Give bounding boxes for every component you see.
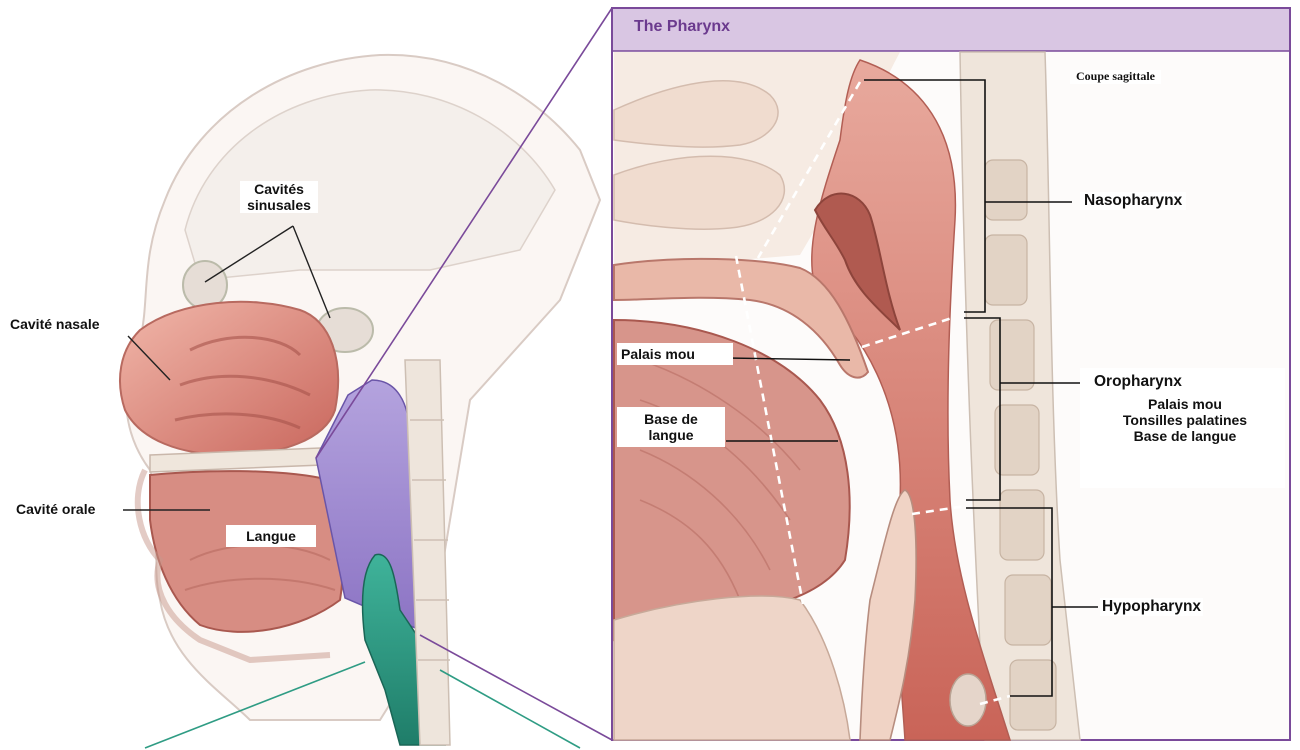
label-palais-mou: Palais mou (617, 343, 733, 366)
eustachian-tube-opening (813, 192, 901, 331)
panel-larynx-cartilage (949, 673, 987, 727)
panel-floor-of-mouth (613, 595, 851, 741)
label-cavites-sinusales: Cavités sinusales (240, 181, 318, 214)
tongue (149, 470, 344, 633)
oropharynx-item-palais-mou: Palais mou (1148, 396, 1222, 412)
panel-subtitle: Coupe sagittale (1070, 69, 1161, 84)
label-langue: Langue (226, 525, 316, 548)
label-base-de-langue: Base de langue (617, 407, 725, 448)
panel-leader-lines (725, 357, 851, 442)
epiglottis (859, 489, 917, 741)
jaw (134, 468, 331, 664)
label-base-de-langue-line2: langue (648, 427, 694, 444)
nasal-turbinates (174, 335, 311, 430)
region-boundaries (734, 81, 1011, 706)
panel-header (613, 9, 1289, 51)
oropharynx-item-base-de-langue: Base de langue (1133, 428, 1237, 445)
panel-turbinate-1 (613, 80, 779, 148)
label-nasopharynx: Nasopharynx (1080, 192, 1187, 210)
region-brackets (864, 79, 1098, 697)
label-hypopharynx: Hypopharynx (1100, 598, 1204, 616)
label-cavite-nasale: Cavité nasale (6, 315, 104, 334)
label-base-de-langue-line1: Base de (644, 411, 698, 427)
oropharynx-item-tonsilles: Tonsilles palatines (1122, 412, 1248, 429)
skull (184, 89, 556, 281)
panel-vertebrae (984, 159, 1057, 731)
label-oropharynx: Oropharynx (1092, 373, 1184, 391)
pharynx-panel (611, 7, 1291, 741)
head-sagittal-view (119, 53, 602, 746)
nasal-cavity (119, 300, 339, 457)
label-cavite-orale: Cavité orale (12, 500, 100, 519)
zoom-connector-lines (144, 7, 613, 749)
panel-soft-palate (613, 257, 870, 379)
oropharynx-sublist: Palais mou Tonsilles palatines Base de l… (1090, 396, 1280, 445)
panel-title: The Pharynx (634, 18, 731, 35)
label-cavites-sinusales-line1: Cavités (254, 181, 304, 197)
vertebrae-lines (410, 419, 450, 661)
left-leader-lines (123, 225, 331, 511)
panel-turbinate-2 (613, 155, 786, 230)
cervical-spine (404, 359, 451, 746)
label-cavites-sinusales-line2: sinusales (247, 197, 311, 214)
